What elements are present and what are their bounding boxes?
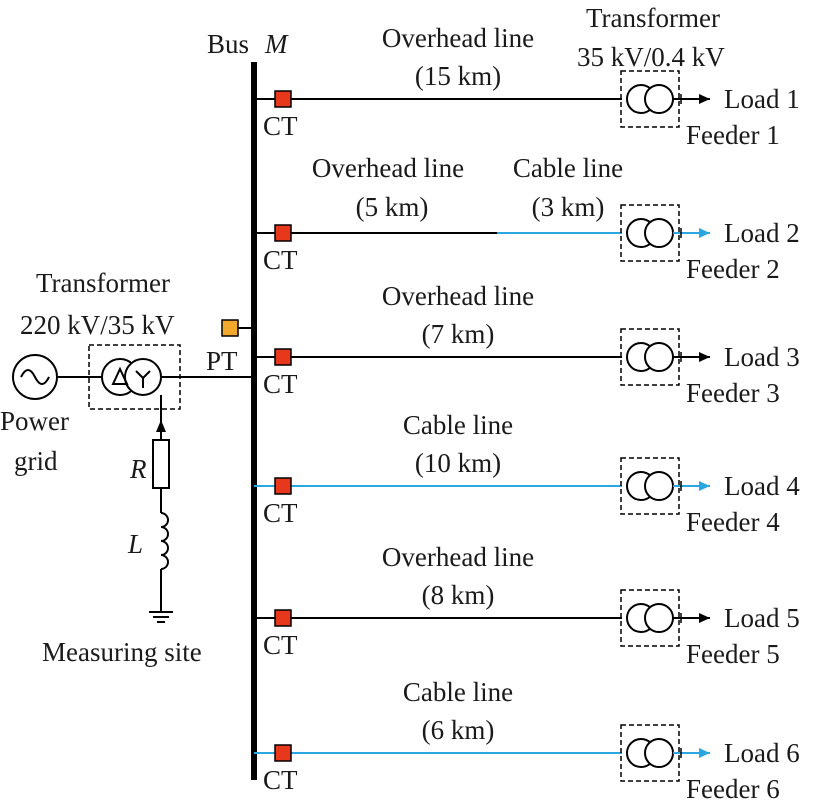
feeder-3-label: Feeder 3 xyxy=(686,378,780,408)
feeder-6-line-type-label: Cable line xyxy=(403,677,513,707)
inductor-symbol xyxy=(160,512,169,570)
feeder-1-label: Feeder 1 xyxy=(686,120,780,150)
feeder-4-label: Feeder 4 xyxy=(686,507,780,537)
power-grid-label-line1: Power xyxy=(0,406,69,436)
feeder-6-transformer-box xyxy=(620,724,680,782)
pt-symbol xyxy=(221,319,239,337)
arrow-icon xyxy=(156,420,166,432)
feeder-2-label: Feeder 2 xyxy=(686,254,780,284)
feeder-3-ct-symbol xyxy=(274,348,292,366)
feeder-3-load-label: Load 3 xyxy=(724,342,800,372)
feeder-4-ct-label: CT xyxy=(263,498,298,528)
feeder-1-line-type-label: Overhead line xyxy=(382,23,534,53)
feeder-6-line-length-label: (6 km) xyxy=(422,715,495,745)
feeder-4-line-length-label: (10 km) xyxy=(415,448,501,478)
feeder-3-ct-label: CT xyxy=(263,369,298,399)
feeder-6-ct-symbol xyxy=(274,744,292,762)
feeder-2-segment-2-length-label: (3 km) xyxy=(532,192,605,222)
feeder-5-label: Feeder 5 xyxy=(686,639,780,669)
ground-icon xyxy=(149,611,173,623)
wye-icon xyxy=(135,370,151,388)
feeder-6-load-label: Load 6 xyxy=(724,738,800,768)
feeder-4-load-label: Load 4 xyxy=(724,471,800,501)
feeder-1-ct-symbol xyxy=(274,90,292,108)
feeder-6-label: Feeder 6 xyxy=(686,774,780,804)
delta-icon xyxy=(111,366,129,385)
feeder-2-ct-symbol xyxy=(274,224,292,242)
feeder-6-transformer-secondary-winding xyxy=(644,738,674,768)
sine-wave-icon xyxy=(20,369,50,385)
feeder-2-segment-2-type-label: Cable line xyxy=(513,153,623,183)
feeder-5-transformer-secondary-winding xyxy=(644,603,674,633)
feeder-1-line-length-label: (15 km) xyxy=(415,61,501,91)
feeder-2-segment-1-type-label: Overhead line xyxy=(312,153,464,183)
feeder-3-transformer-secondary-winding xyxy=(644,342,674,372)
resistor-symbol xyxy=(152,439,170,489)
feeder-1-load-arrow-icon xyxy=(699,94,710,104)
load-transformer-label-line1: Transformer xyxy=(586,3,720,33)
feeder-2-transformer-box xyxy=(620,204,680,262)
main-transformer-label-line1: Transformer xyxy=(36,268,170,298)
load-transformer-label-line2: 35 kV/0.4 kV xyxy=(577,42,725,72)
feeder-5-line-length-label: (8 km) xyxy=(422,580,495,610)
feeder-1-transformer-box xyxy=(620,70,680,128)
main-transformer-label-line2: 220 kV/35 kV xyxy=(20,310,175,340)
feeder-4-load-arrow-icon xyxy=(699,481,710,491)
feeder-4-ct-symbol xyxy=(274,477,292,495)
feeder-5-ct-symbol xyxy=(274,609,292,627)
inductor-label: L xyxy=(127,529,143,559)
feeder-1-transformer-secondary-winding xyxy=(644,84,674,114)
feeder-2-segment-1-length-label: (5 km) xyxy=(356,192,429,222)
feeder-4-transformer-box xyxy=(620,457,680,515)
bus-label: Bus xyxy=(207,29,249,59)
feeder-4-line-type-label: Cable line xyxy=(403,410,513,440)
feeder-3-line-type-label: Overhead line xyxy=(382,281,534,311)
feeder-2-ct-label: CT xyxy=(263,245,298,275)
pt-label: PT xyxy=(206,346,238,376)
feeder-5-load-arrow-icon xyxy=(699,613,710,623)
measuring-site-label: Measuring site xyxy=(42,637,202,667)
feeder-2-load-arrow-icon xyxy=(699,228,710,238)
feeder-1-ct-label: CT xyxy=(263,111,298,141)
resistor-label: R xyxy=(129,454,147,484)
feeders-group: Overhead line (15 km) CT Load 1 Feeder 1 Over… xyxy=(254,23,800,804)
bus-name: M xyxy=(264,29,289,59)
feeder-4-transformer-secondary-winding xyxy=(644,471,674,501)
feeder-5-ct-label: CT xyxy=(263,630,298,660)
feeder-6-ct-label: CT xyxy=(263,765,298,795)
feeder-6-load-arrow-icon xyxy=(699,748,710,758)
feeder-3-transformer-box xyxy=(620,328,680,386)
feeder-2-transformer-secondary-winding xyxy=(644,218,674,248)
feeder-5-transformer-box xyxy=(620,589,680,647)
feeder-3-load-arrow-icon xyxy=(699,352,710,362)
feeder-5-line-type-label: Overhead line xyxy=(382,542,534,572)
feeder-1-load-label: Load 1 xyxy=(724,84,800,114)
feeder-5-load-label: Load 5 xyxy=(724,603,800,633)
feeder-2-load-label: Load 2 xyxy=(724,218,800,248)
power-grid-label-line2: grid xyxy=(14,446,58,476)
feeder-3-line-length-label: (7 km) xyxy=(422,319,495,349)
